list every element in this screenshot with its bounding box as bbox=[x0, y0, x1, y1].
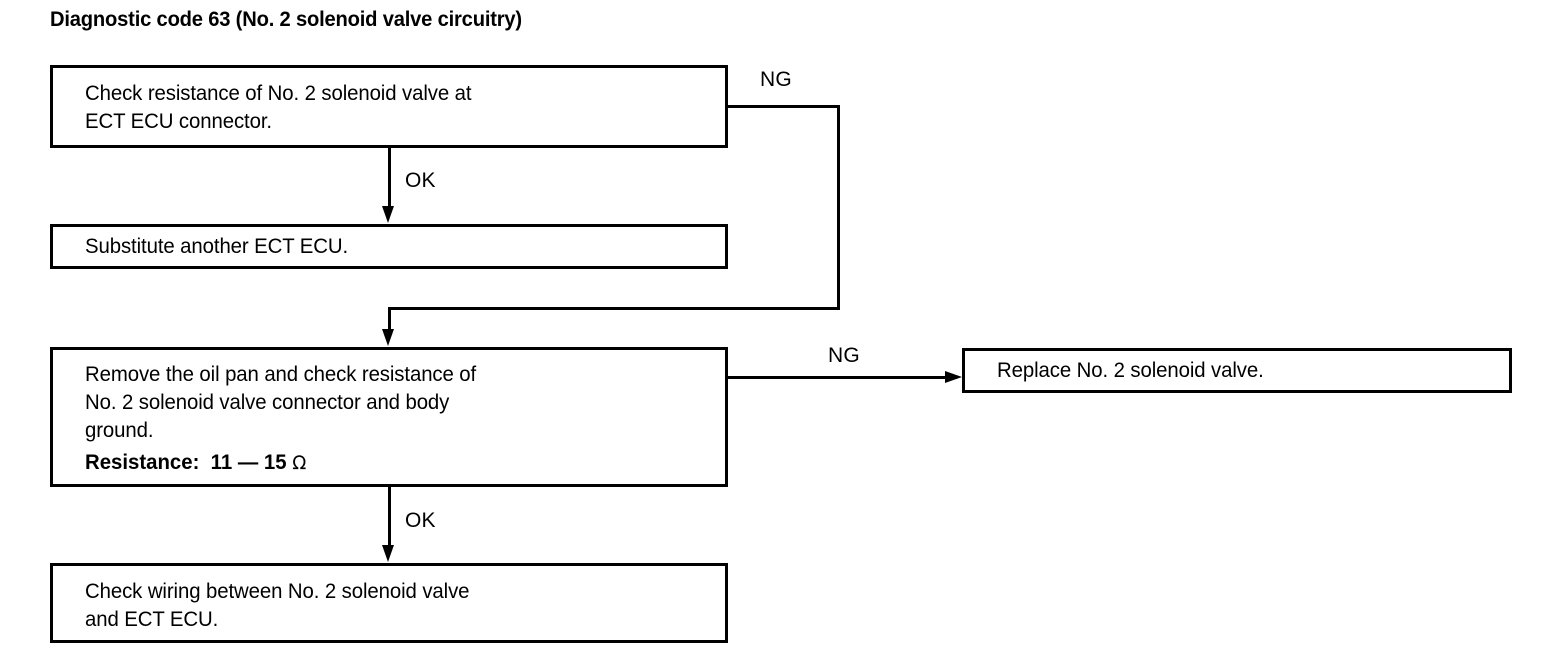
edge-ng-1-segment-v bbox=[837, 105, 840, 310]
edge-ng-1-arrowhead bbox=[382, 329, 394, 346]
resistance-label: Resistance: bbox=[85, 451, 200, 474]
resistance-value: 11 — 15 bbox=[210, 451, 287, 474]
flow-node-replace-valve: Replace No. 2 solenoid valve. bbox=[962, 348, 1512, 393]
flow-node-remove-oil-pan: Remove the oil pan and check resistance … bbox=[50, 347, 728, 487]
edge-ng-1-segment-v-drop bbox=[388, 307, 391, 331]
edge-ok-2-arrowhead bbox=[382, 545, 394, 562]
flow-node-check-resistance: Check resistance of No. 2 solenoid valve… bbox=[50, 65, 728, 148]
edge-ok-1-arrowhead bbox=[382, 206, 394, 223]
edge-ok-2-line bbox=[388, 487, 391, 546]
flow-node-remove-oil-pan-text: Remove the oil pan and check resistance … bbox=[85, 363, 477, 442]
flow-node-check-wiring-text: Check wiring between No. 2 solenoid valv… bbox=[85, 580, 470, 631]
edge-ok-2-label: OK bbox=[405, 509, 436, 532]
edge-ng-1-segment-h-bottom bbox=[388, 307, 840, 310]
ohm-unit: Ω bbox=[292, 452, 307, 474]
flow-node-check-resistance-text: Check resistance of No. 2 solenoid valve… bbox=[85, 82, 472, 133]
edge-ng-1-label: NG bbox=[760, 68, 792, 91]
edge-ng-2-label: NG bbox=[828, 344, 860, 367]
flow-node-remove-oil-pan-spec: Resistance: 11 — 15 Ω bbox=[85, 449, 698, 477]
flow-node-substitute-ecu: Substitute another ECT ECU. bbox=[50, 224, 728, 269]
edge-ok-1-line bbox=[388, 148, 391, 207]
edge-ng-2-arrowhead bbox=[945, 371, 962, 383]
flow-node-replace-valve-text: Replace No. 2 solenoid valve. bbox=[997, 359, 1264, 382]
edge-ok-1-label: OK bbox=[405, 169, 436, 192]
flow-node-substitute-ecu-text: Substitute another ECT ECU. bbox=[85, 235, 349, 258]
flow-node-check-wiring: Check wiring between No. 2 solenoid valv… bbox=[50, 563, 728, 643]
page-title: Diagnostic code 63 (No. 2 solenoid valve… bbox=[50, 8, 522, 31]
edge-ng-1-segment-h-top bbox=[728, 105, 840, 108]
edge-ng-2-line bbox=[728, 376, 957, 379]
